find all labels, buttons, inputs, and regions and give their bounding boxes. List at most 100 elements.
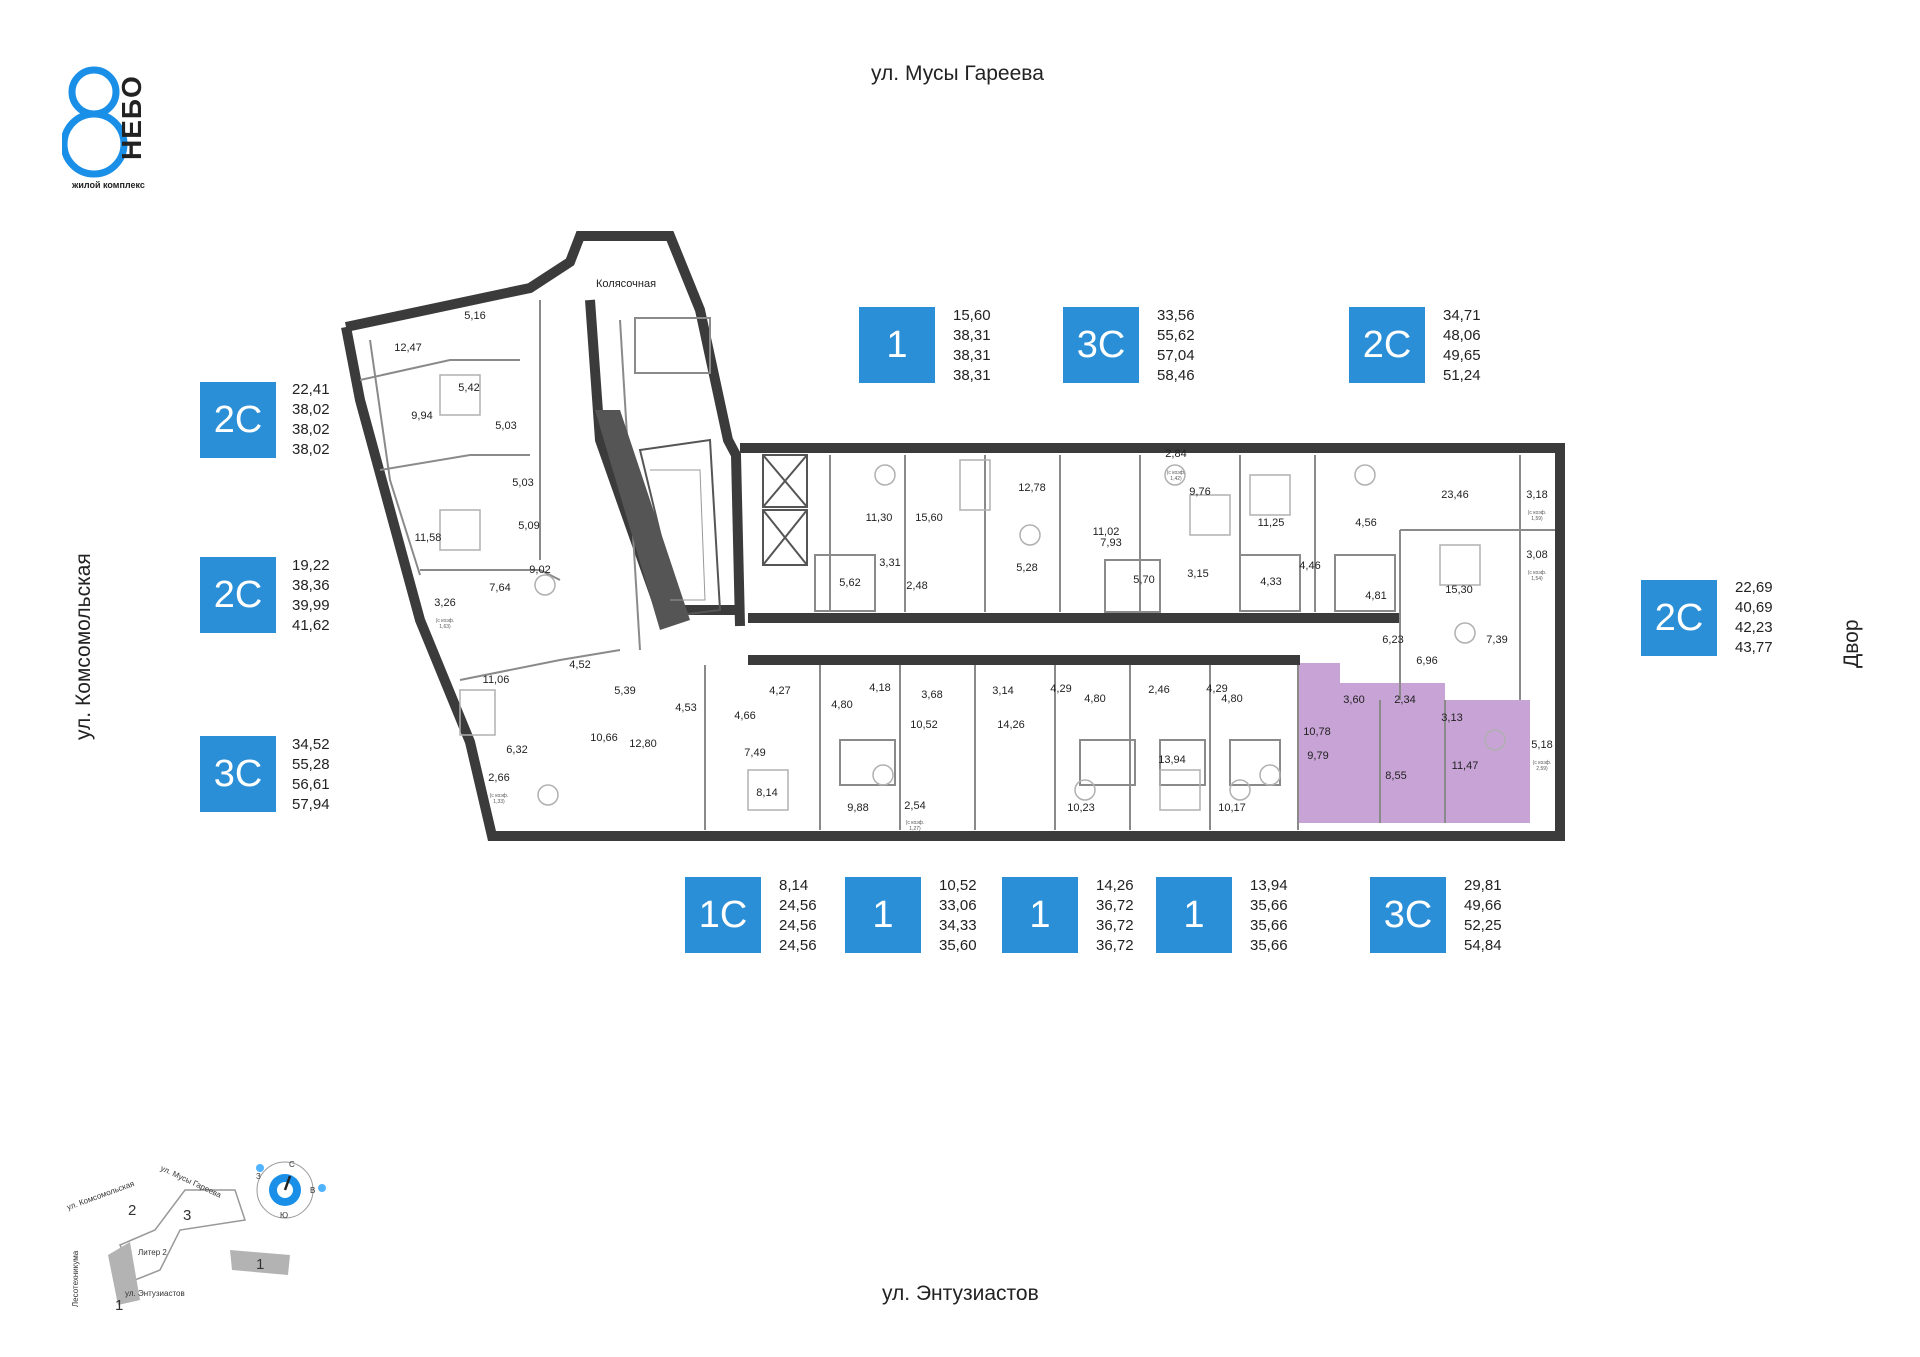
- room-area-label: 5,28: [1016, 562, 1038, 574]
- room-area-label: 4,80: [1221, 693, 1243, 705]
- room-area-label: 3,31: [879, 557, 901, 569]
- room-area-label: 11,30: [865, 512, 893, 524]
- key-map-street-3: ул. Лесотехникума: [71, 1250, 80, 1310]
- room-area-label: 11,06: [482, 674, 510, 686]
- room-area-label: 2,84: [1165, 448, 1187, 460]
- room-area-label: 9,94: [411, 410, 433, 422]
- elevator-shafts: [762, 454, 808, 566]
- room-area-label: 4,18: [869, 682, 891, 694]
- right-wing-walls: [740, 443, 1565, 841]
- room-area-label: 4,66: [734, 710, 756, 722]
- key-map-section-1: [108, 1242, 140, 1305]
- room-area-label: 7,93: [1100, 537, 1122, 549]
- room-area-label: 3,15: [1187, 568, 1209, 580]
- room-area-label: 7,64: [489, 582, 511, 594]
- room-area-label: 10,52: [910, 719, 938, 731]
- room-area-label: 8,55: [1385, 770, 1407, 782]
- room-area-label: 5,03: [495, 420, 517, 432]
- apt-badge-3c-west[interactable]: 3С: [200, 736, 276, 812]
- room-area-label: 11,58: [414, 532, 442, 544]
- room-area-label: 12,80: [629, 738, 657, 750]
- room-area-label: 2,66: [488, 772, 510, 784]
- selected-apartment[interactable]: [1298, 663, 1530, 823]
- room-area-label: 11,47: [1451, 760, 1479, 772]
- street-north: ул. Мусы Гареева: [871, 62, 1044, 85]
- apt-badge-1c-south[interactable]: 1С: [685, 877, 761, 953]
- room-area-label: 2,48: [906, 580, 928, 592]
- room-area-label: 4,80: [831, 699, 853, 711]
- room-area-label: 2,54: [904, 800, 926, 812]
- room-area-label: 5,62: [839, 577, 861, 589]
- coef-note: (с коэф. 1,59): [1527, 510, 1547, 522]
- key-map-current-label: 1: [256, 1256, 264, 1273]
- apt-badge-2c-west-2[interactable]: 2С: [200, 557, 276, 633]
- room-area-label: 3,18: [1526, 489, 1548, 501]
- room-area-label: 5,03: [512, 477, 534, 489]
- room-area-label: 10,23: [1067, 802, 1095, 814]
- room-area-label: 9,88: [847, 802, 869, 814]
- key-map-street-4: ул. Энтузиастов: [125, 1289, 185, 1298]
- room-area-label: 7,39: [1486, 634, 1508, 646]
- room-area-label: 4,27: [769, 685, 791, 697]
- room-area-label: 6,32: [506, 744, 528, 756]
- compass-needle: [283, 1175, 292, 1191]
- room-area-label: 7,49: [744, 747, 766, 759]
- coef-note: (с коэф. 1,33): [489, 793, 509, 805]
- room-area-label: 3,26: [434, 597, 456, 609]
- room-area-label: 8,14: [756, 787, 778, 799]
- apt-badge-2c-east[interactable]: 2С: [1641, 580, 1717, 656]
- room-area-label: 5,70: [1133, 574, 1155, 586]
- apt-badge-2c-north[interactable]: 2С: [1349, 307, 1425, 383]
- room-area-label: 5,16: [464, 310, 486, 322]
- room-area-label: 2,34: [1394, 694, 1416, 706]
- room-area-label: 5,09: [518, 520, 540, 532]
- brand-logo: [62, 66, 128, 178]
- room-area-label: 14,26: [997, 719, 1025, 731]
- room-area-label: 4,33: [1260, 576, 1282, 588]
- room-area-label: 9,76: [1189, 486, 1211, 498]
- room-area-label: 9,02: [529, 564, 551, 576]
- key-map-street-1: ул. Комсомольская: [66, 1179, 136, 1212]
- room-area-label: 4,53: [675, 702, 697, 714]
- apt-badge-3c-south[interactable]: 3С: [1370, 877, 1446, 953]
- south-partitions: [704, 665, 1446, 830]
- apt-badge-1-north[interactable]: 1: [859, 307, 935, 383]
- room-area-label: 12,78: [1018, 482, 1046, 494]
- room-area-label: 4,46: [1299, 560, 1321, 572]
- key-map-section-2-label: 2: [128, 1202, 136, 1219]
- apt-badge-1-south-2[interactable]: 1: [1002, 877, 1078, 953]
- room-area-label: 6,23: [1382, 634, 1404, 646]
- room-area-label: 11,02: [1092, 526, 1120, 538]
- room-area-label: 2,46: [1148, 684, 1170, 696]
- compass-east: В: [310, 1186, 315, 1195]
- room-area-label: 6,96: [1416, 655, 1438, 667]
- key-map: 1 2 3 1 Литер 2 ул. Комсомольская ул. Му…: [66, 1160, 326, 1310]
- room-area-label: 4,29: [1206, 683, 1228, 695]
- key-map-current-building: [230, 1250, 290, 1275]
- apt-badge-1-south-1[interactable]: 1: [845, 877, 921, 953]
- room-area-label: 15,30: [1445, 584, 1473, 596]
- key-map-street-2: ул. Мусы Гареева: [159, 1164, 223, 1200]
- coef-note: (с коэф. 1,27): [905, 820, 925, 832]
- room-area-label: 5,39: [614, 685, 636, 697]
- north-partitions: [814, 455, 1555, 700]
- key-map-liter-label: Литер 2: [138, 1248, 167, 1257]
- coef-note: (с коэф. 1,42): [1166, 470, 1186, 482]
- street-south: ул. Энтузиастов: [882, 1282, 1039, 1305]
- room-area-label: 10,17: [1218, 802, 1246, 814]
- room-area-label: 4,56: [1355, 517, 1377, 529]
- room-area-label: 5,18: [1531, 739, 1553, 751]
- room-area-label: 5,42: [458, 382, 480, 394]
- apt-badge-2c-west-1[interactable]: 2С: [200, 382, 276, 458]
- key-map-section-1-label: 1: [115, 1297, 123, 1310]
- apt-badge-3c-north[interactable]: 3С: [1063, 307, 1139, 383]
- apt-badge-1-south-3[interactable]: 1: [1156, 877, 1232, 953]
